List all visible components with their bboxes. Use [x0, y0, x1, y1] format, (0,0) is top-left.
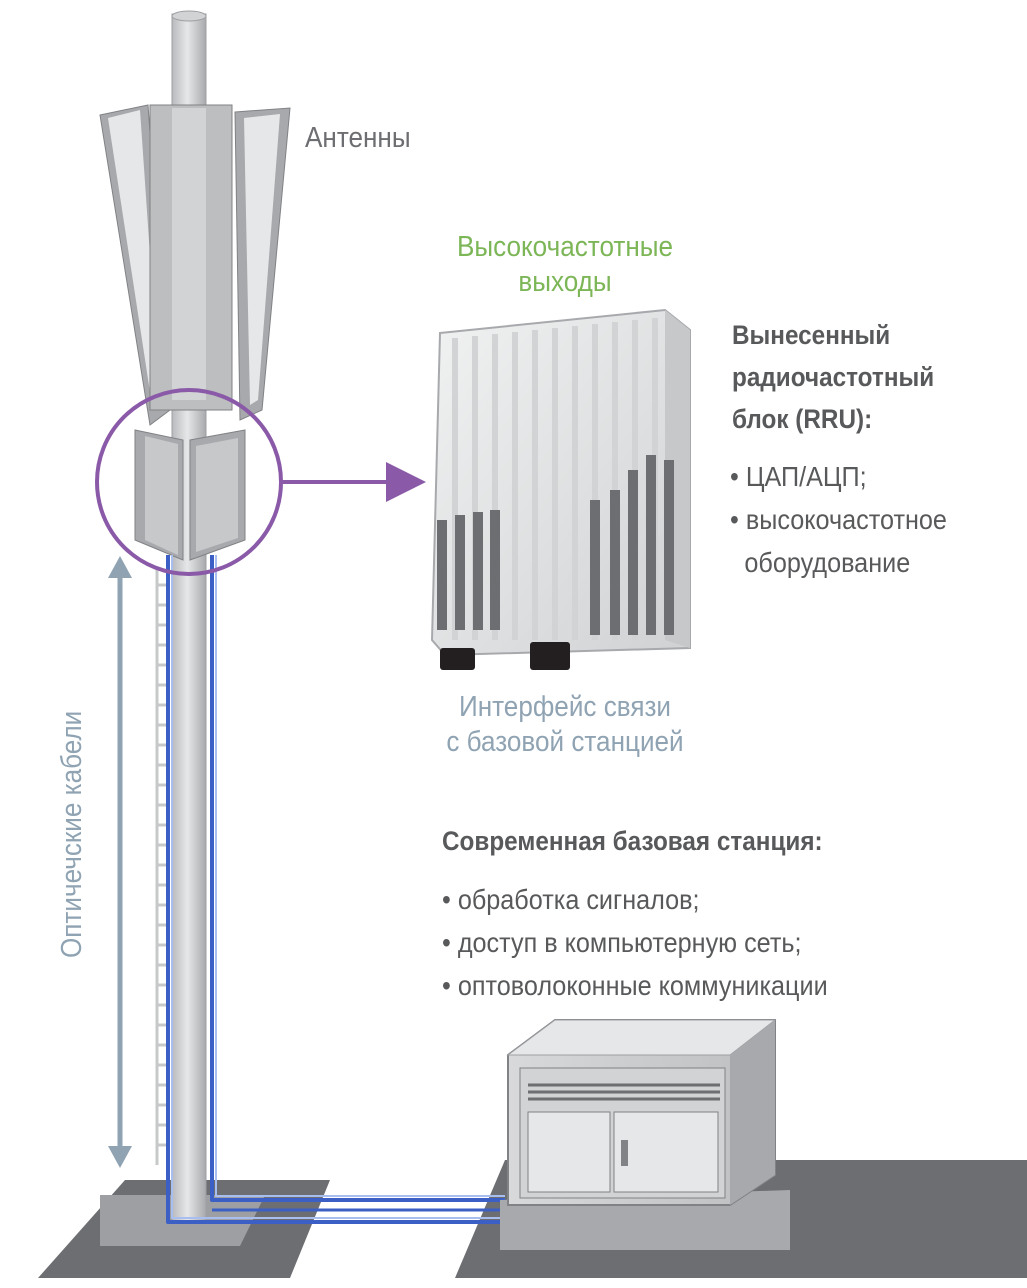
- optical-cables-label: Оптичечские кабели: [56, 710, 88, 958]
- interface-line-1: Интерфейс связи: [458, 691, 672, 723]
- base-station-heading: Современная базовая станция:: [442, 826, 823, 856]
- rru-unit: [430, 308, 691, 670]
- interface-label: Интерфейс связи с базовой станцией: [435, 690, 696, 760]
- rru-heading: Вынесенный радиочастотный блок (RRU):: [732, 314, 934, 440]
- rru-heading-line-3: блок (RRU):: [732, 404, 873, 434]
- rru-bullet-item: оборудование: [744, 547, 911, 578]
- rru-heading-line-1: Вынесенный: [732, 320, 891, 350]
- rf-outputs-line-2: выходы: [518, 266, 612, 298]
- rru-bullet-item: • ЦАП/АЦП;: [730, 461, 867, 492]
- antennas-label: Антенны: [305, 122, 411, 154]
- rru-heading-line-2: радиочастотный: [732, 362, 935, 392]
- base-station-bullet-item: • оптоволоконные коммуникации: [442, 970, 828, 1001]
- fiber-cables: [166, 555, 505, 1224]
- base-station-bullet-item: • обработка сигналов;: [442, 884, 700, 915]
- base-station-bullet-list: • обработка сигналов; • доступ в компьют…: [442, 878, 828, 1007]
- base-station-bullet-item: • доступ в компьютерную сеть;: [442, 927, 802, 958]
- rf-outputs-line-1: Высокочастотные: [456, 231, 674, 263]
- mast-rru-units: [134, 429, 246, 561]
- mast-ladder: [155, 570, 167, 1165]
- cable-length-arrow: [108, 556, 132, 1168]
- rf-outputs-label: Высокочастотные выходы: [444, 230, 687, 300]
- interface-line-2: с базовой станцией: [446, 726, 684, 758]
- antenna-panels: [99, 104, 291, 426]
- rru-bullet-list: • ЦАП/АЦП; • высокочастотное оборудовани…: [730, 455, 947, 584]
- base-station-cabinet: [500, 1019, 790, 1250]
- rru-bullet-item: • высокочастотное: [730, 504, 947, 535]
